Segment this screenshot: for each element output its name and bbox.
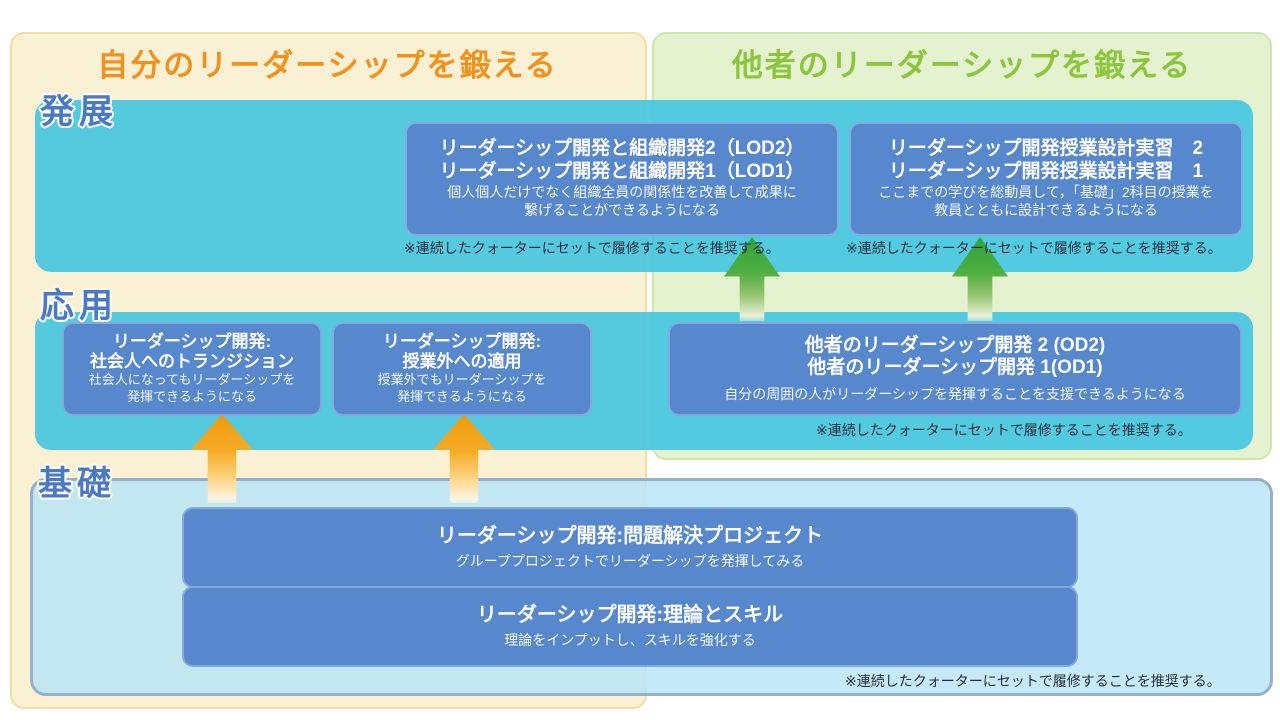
course-desc: 発揮できるようになる bbox=[127, 389, 257, 405]
course-desc: 繋げることができるようになる bbox=[524, 202, 720, 219]
course-title: リーダーシップ開発:理論とスキル bbox=[476, 604, 784, 627]
course-title: 他者のリーダーシップ開発 2 (OD2) bbox=[804, 335, 1106, 356]
course-box-transition: リーダーシップ開発: 社会人へのトランジション 社会人になってもリーダーシップを… bbox=[62, 322, 322, 416]
course-desc: 発揮できるようになる bbox=[397, 389, 527, 405]
advanced-level-label: 発展 bbox=[40, 93, 118, 131]
course-box-tekiyo: リーダーシップ開発: 授業外への適用 授業外でもリーダーシップを 発揮できるよう… bbox=[332, 322, 592, 416]
note-quarter-od: ※連続したクォーターにセットで履修することを推奨する。 bbox=[816, 422, 1192, 438]
course-desc: グループプロジェクトでリーダーシップを発揮してみる bbox=[455, 552, 805, 569]
course-title: 他者のリーダーシップ開発 1(OD1) bbox=[807, 357, 1103, 379]
course-desc: 理論をインプットし、スキルを強化する bbox=[504, 631, 756, 648]
course-desc: 教員とともに設計できるようになる bbox=[934, 202, 1158, 219]
course-title: リーダーシップ開発:問題解決プロジェクト bbox=[436, 525, 824, 548]
note-quarter-basic: ※連続したクォーターにセットで履修することを推奨する。 bbox=[845, 673, 1221, 689]
course-title: リーダーシップ開発と組織開発1（LOD1） bbox=[439, 160, 805, 182]
course-title: 社会人へのトランジション bbox=[90, 352, 294, 372]
course-box-project: リーダーシップ開発:問題解決プロジェクト グループプロジェクトでリーダーシップを… bbox=[182, 507, 1078, 588]
course-title: リーダーシップ開発授業設計実習 1 bbox=[888, 160, 1204, 182]
course-title: リーダーシップ開発授業設計実習 2 bbox=[888, 138, 1204, 160]
self-leadership-panel-title: 自分のリーダーシップを鍛える bbox=[97, 48, 558, 83]
course-desc: 社会人になってもリーダーシップを bbox=[88, 372, 296, 388]
course-box-theory: リーダーシップ開発:理論とスキル 理論をインプットし、スキルを強化する bbox=[182, 586, 1078, 667]
course-desc: 個人個人だけでなく組織全員の関係性を改善して成果に bbox=[447, 184, 797, 201]
course-title: リーダーシップ開発: bbox=[382, 332, 542, 352]
note-quarter-lod: ※連続したクォーターにセットで履修することを推奨する。 bbox=[404, 240, 780, 256]
course-title: リーダーシップ開発と組織開発2（LOD2） bbox=[439, 138, 805, 160]
others-leadership-panel-title: 他者のリーダーシップを鍛える bbox=[731, 48, 1193, 83]
course-box-jisshu: リーダーシップ開発授業設計実習 2 リーダーシップ開発授業設計実習 1 ここまで… bbox=[849, 122, 1243, 236]
course-title: 授業外への適用 bbox=[402, 352, 522, 372]
course-box-lod: リーダーシップ開発と組織開発2（LOD2） リーダーシップ開発と組織開発1（LO… bbox=[405, 122, 839, 236]
course-desc: 授業外でもリーダーシップを bbox=[377, 372, 547, 388]
basic-level-label: 基礎 bbox=[38, 465, 116, 503]
course-desc: 自分の周囲の人がリーダーシップを発揮することを支援できるようになる bbox=[724, 385, 1186, 402]
applied-level-label: 応用 bbox=[40, 287, 118, 325]
course-box-od: 他者のリーダーシップ開発 2 (OD2) 他者のリーダーシップ開発 1(OD1)… bbox=[668, 322, 1242, 416]
note-quarter-jisshu: ※連続したクォーターにセットで履修することを推奨する。 bbox=[846, 240, 1222, 256]
course-desc: ここまでの学びを総動員して，「基礎」2科目の授業を bbox=[878, 184, 1214, 201]
course-title: リーダーシップ開発: bbox=[112, 332, 272, 352]
